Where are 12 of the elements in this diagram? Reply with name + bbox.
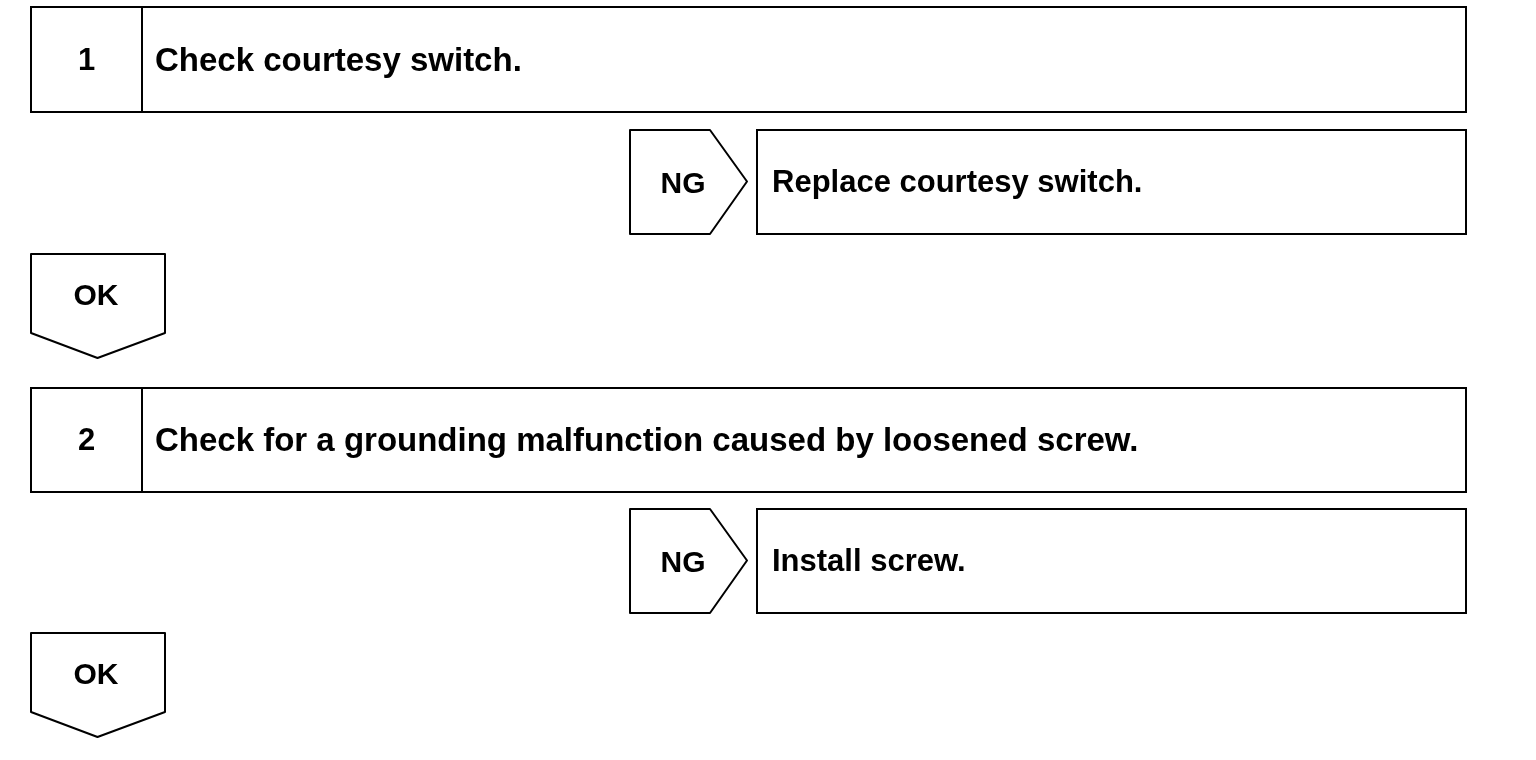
- down-chevron-tag: OK: [30, 253, 166, 359]
- step-box: [30, 6, 1467, 113]
- down-chevron-tag: OK: [30, 632, 166, 738]
- step-number: 2: [32, 389, 143, 491]
- step-number: 1: [32, 8, 143, 111]
- step-box: [30, 387, 1467, 493]
- right-chevron-tag: NG: [629, 129, 748, 235]
- right-chevron-tag: NG: [629, 508, 748, 614]
- action-box: Replace courtesy switch.: [756, 129, 1467, 235]
- action-box: Install screw.: [756, 508, 1467, 614]
- step-instruction: Check for a grounding malfunction caused by loosened screw.: [154, 420, 1139, 460]
- step-instruction: Check courtesy switch.: [154, 39, 522, 80]
